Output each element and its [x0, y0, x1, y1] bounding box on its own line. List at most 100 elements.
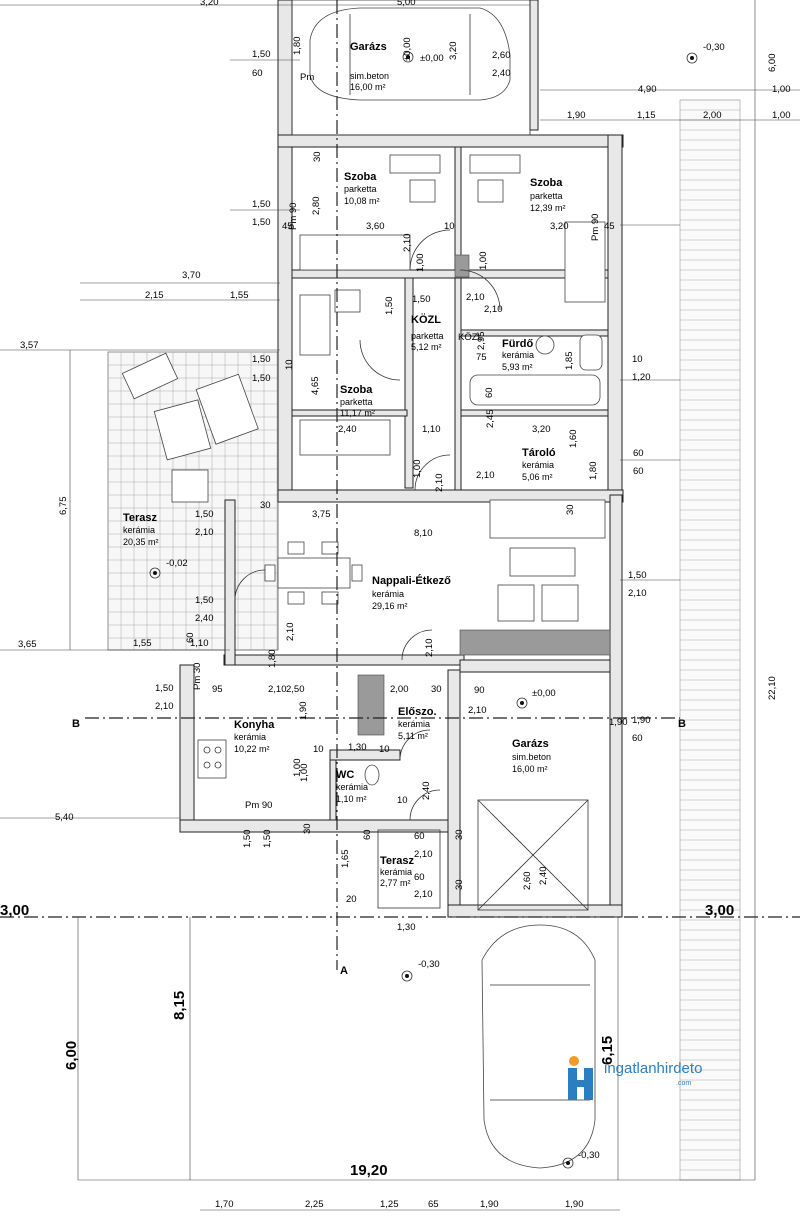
- dim-label: 1,90: [480, 1199, 499, 1210]
- dim-label: 2,60: [492, 50, 511, 61]
- level-label: -0,30: [703, 42, 725, 53]
- dim-label: 2,10: [402, 234, 413, 253]
- car-top-icon: [309, 7, 511, 101]
- dim-label: 2,10: [268, 684, 287, 695]
- room-area: 10,22 m²: [234, 744, 270, 754]
- dim-label: 2,80: [311, 197, 322, 216]
- house-logo-icon: [566, 1054, 600, 1100]
- room-floor: kerámia: [372, 589, 404, 599]
- furniture: [121, 7, 606, 1169]
- dim-label: 2,00: [703, 110, 722, 121]
- room-name: Garázs: [350, 41, 387, 53]
- room-floor: kerámia: [502, 350, 534, 360]
- dim-label: 60: [362, 829, 373, 840]
- level-label: -0,02: [166, 558, 188, 569]
- level-marker-icon: [516, 697, 528, 709]
- dim-label: 30: [431, 684, 442, 695]
- dim-label: 1,30: [348, 742, 367, 753]
- dim-label: 1,50: [252, 354, 271, 365]
- dim-label: 1,50: [262, 830, 273, 849]
- top-dimensions: 3,20 5,00 4,90 1,00 1,90 1,15 2,00 1,00: [200, 0, 791, 121]
- dim-label: 1,50: [252, 373, 271, 384]
- dim-label: 60: [484, 387, 495, 398]
- level-markers: [149, 51, 698, 1169]
- level-label: ±0,00: [420, 53, 444, 64]
- room-name: Konyha: [234, 719, 275, 731]
- room-floor: kerámia: [336, 782, 368, 792]
- overall-dim: 3,00: [705, 902, 734, 919]
- left-dimensions: 1,50 60 1,50 1,50 3,70 2,15 1,55 3,57 1,…: [18, 49, 271, 823]
- room-area: 5,11 m²: [398, 731, 428, 741]
- dim-label: 1,00: [412, 460, 423, 479]
- dim-label: 1,50: [252, 217, 271, 228]
- dim-label: 1,15: [637, 110, 656, 121]
- dim-label: 2,00: [390, 684, 409, 695]
- room-floor: kerámia: [234, 732, 266, 742]
- room-floor: kerámia: [398, 719, 430, 729]
- dim-label: 1,90: [567, 110, 586, 121]
- room-area: 20,35 m²: [123, 537, 159, 547]
- dim-label: 1,50: [195, 595, 214, 606]
- dim-label: 20: [346, 894, 357, 905]
- dim-label: 95: [212, 684, 223, 695]
- dim-label: 45: [282, 221, 293, 232]
- dim-label: 1,20: [632, 372, 651, 383]
- dim-label: 1,90: [609, 717, 628, 728]
- dim-label: 2,10: [414, 889, 433, 900]
- dim-label: 3,70: [182, 270, 201, 281]
- doors: [234, 229, 501, 821]
- room-area: 10,08 m²: [344, 196, 380, 206]
- overall-dim: 8,15: [171, 991, 188, 1020]
- watermark-brand: ingatlanhirdeto: [604, 1060, 703, 1077]
- dim-label: 3,20: [448, 42, 459, 61]
- dim-label: 2,95: [476, 332, 487, 351]
- room-floor: sim.beton: [512, 752, 551, 762]
- level-label: -0,30: [418, 959, 440, 970]
- dim-label: 90: [474, 685, 485, 696]
- dim-label: 1,80: [267, 650, 278, 669]
- dim-label: 2,10: [414, 849, 433, 860]
- room-area: 16,00 m²: [512, 764, 548, 774]
- dim-label: 2,10: [468, 705, 487, 716]
- dim-label: 2,10: [484, 304, 503, 315]
- overall-dim: 6,15: [599, 1036, 616, 1065]
- room-name: KÖZL: [411, 313, 441, 326]
- dim-label: 1,85: [564, 352, 575, 371]
- dim-label: 60: [632, 733, 643, 744]
- dim-label: 1,00: [415, 254, 426, 273]
- room-area: 12,39 m²: [530, 203, 566, 213]
- dim-label: 2,10: [155, 701, 174, 712]
- overall-dim: 6,75: [58, 497, 69, 516]
- overall-dim: 22,10: [767, 676, 778, 700]
- room-name: Terasz: [380, 855, 415, 867]
- bottom-dimensions: 1,70 2,25 1,25 65 1,90 1,90: [215, 1199, 584, 1210]
- dim-label: 30: [302, 823, 313, 834]
- dim-label: 30: [312, 151, 323, 162]
- dim-label: 60: [633, 448, 644, 459]
- dim-label: 1,00: [299, 764, 310, 783]
- level-marker-icon: [686, 52, 698, 64]
- dim-label: 8,10: [414, 528, 433, 539]
- dim-label: 4,90: [638, 84, 657, 95]
- side-strip: [679, 99, 741, 1181]
- watermark-logo: ingatlanhirdeto .com: [566, 1052, 716, 1102]
- dim-label: 1,50: [252, 49, 271, 60]
- dim-label: 5,00: [397, 0, 416, 8]
- dim-label: 1,90: [298, 702, 309, 721]
- overall-dim: 19,20: [350, 1162, 388, 1179]
- dim-label: 60: [185, 632, 196, 643]
- dim-label: 1,80: [588, 462, 599, 481]
- dim-label: 45: [604, 221, 615, 232]
- room-floor: parketta: [411, 331, 444, 341]
- dim-label: 3,57: [20, 340, 39, 351]
- dim-label: Pm 90: [590, 214, 601, 241]
- room-area: 1,10 m²: [336, 794, 367, 804]
- dim-label: 10: [397, 795, 408, 806]
- dim-label: 10: [313, 744, 324, 755]
- room-name: Előszo.: [398, 706, 437, 718]
- dim-label: 1,10: [190, 638, 209, 649]
- dim-label: 1,80: [292, 37, 303, 56]
